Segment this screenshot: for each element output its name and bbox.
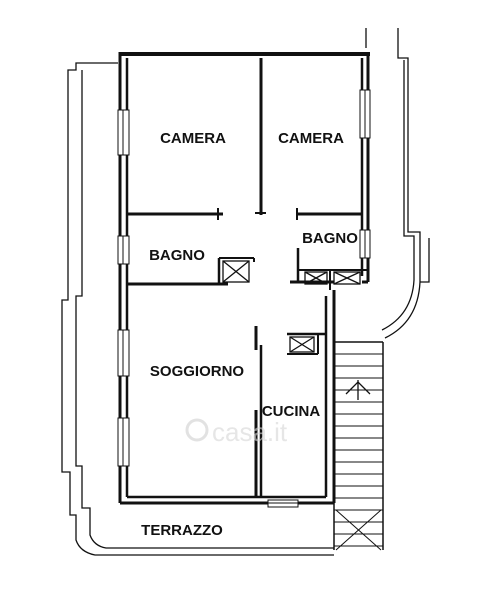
windows — [117, 89, 371, 508]
terrace-outline — [61, 28, 430, 556]
label-bagno-left: BAGNO — [149, 247, 205, 264]
label-camera-left: CAMERA — [160, 130, 226, 147]
shafts — [222, 260, 361, 353]
interior-walls — [127, 58, 368, 497]
watermark: casa.it — [185, 417, 288, 447]
label-cucina: CUCINA — [262, 403, 320, 420]
label-camera-right: CAMERA — [278, 130, 344, 147]
stair-direction-arrow-icon — [345, 380, 371, 400]
label-bagno-right: BAGNO — [302, 230, 358, 247]
label-terrazzo: TERRAZZO — [141, 522, 223, 539]
staircase — [333, 341, 384, 551]
watermark-text: casa.it — [212, 417, 288, 447]
watermark-logo-icon — [185, 418, 209, 442]
label-soggiorno: SOGGIORNO — [150, 363, 245, 380]
